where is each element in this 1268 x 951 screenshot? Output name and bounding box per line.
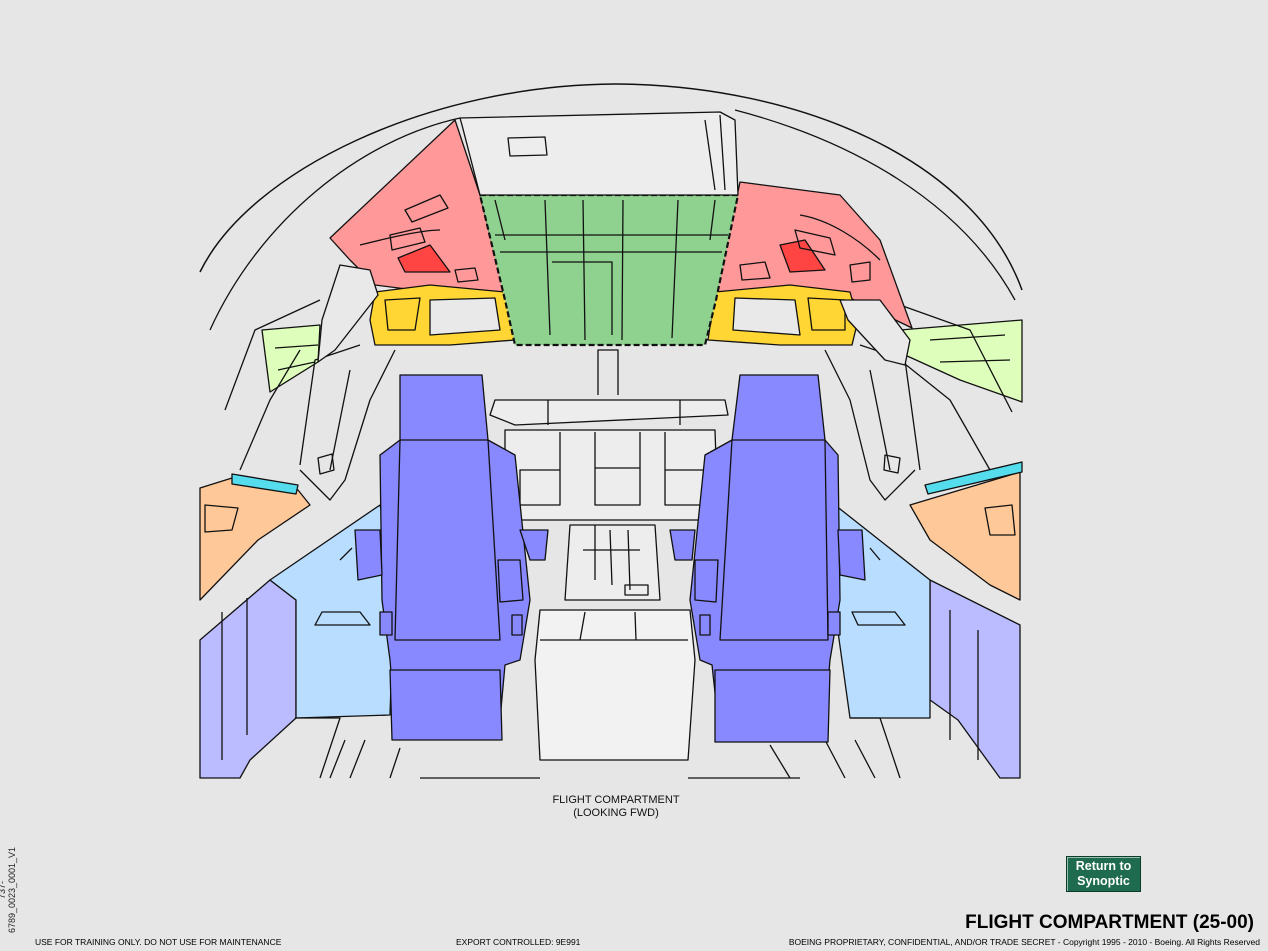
left-cyan-strip xyxy=(231,473,299,495)
left-overhead-light xyxy=(397,244,451,273)
return-button-line-2: Synoptic xyxy=(1077,874,1130,888)
return-button-line-1: Return to xyxy=(1075,859,1132,873)
right-window-frame xyxy=(859,304,1013,471)
footer-export-notice: EXPORT CONTROLLED: 9E991 xyxy=(456,937,581,947)
left-sun-visor xyxy=(317,264,379,363)
captain-seat xyxy=(354,374,549,741)
aft-electronic-panel xyxy=(534,609,696,761)
right-overhead-light xyxy=(779,239,826,273)
center-control-stand xyxy=(564,524,661,601)
document-code: 737-6789_0023_0001_V1 xyxy=(0,846,17,934)
forward-instrument-panel xyxy=(504,429,719,521)
ceiling-hatch-handle xyxy=(507,136,548,157)
right-lower-side-panel xyxy=(929,579,1021,779)
overhead-ceiling-area xyxy=(459,111,739,196)
left-window-frame xyxy=(224,299,361,471)
diagram-caption: FLIGHT COMPARTMENT (LOOKING FWD) xyxy=(516,794,716,820)
right-sun-visor xyxy=(839,299,911,366)
caption-line-2: (LOOKING FWD) xyxy=(573,807,659,819)
floor-lines xyxy=(295,717,901,779)
caption-line-1: FLIGHT COMPARTMENT xyxy=(552,794,680,806)
glareshield xyxy=(489,399,729,426)
first-officer-seat xyxy=(669,374,866,743)
inner-fuselage-line xyxy=(209,117,461,331)
inner-fuselage-line-right xyxy=(734,109,1016,301)
return-to-synoptic-button[interactable]: Return to Synoptic xyxy=(1066,856,1141,892)
right-orange-panel xyxy=(909,471,1021,601)
left-lower-side-panel xyxy=(199,579,297,779)
ceiling-center-panel xyxy=(478,193,740,347)
footer-copyright: BOEING PROPRIETARY, CONFIDENTIAL, AND/OR… xyxy=(788,937,1260,947)
fuselage-outline xyxy=(199,83,1023,291)
footer-training-notice: USE FOR TRAINING ONLY. DO NOT USE FOR MA… xyxy=(35,937,282,947)
page-title: FLIGHT COMPARTMENT (25-00) xyxy=(965,912,1254,933)
